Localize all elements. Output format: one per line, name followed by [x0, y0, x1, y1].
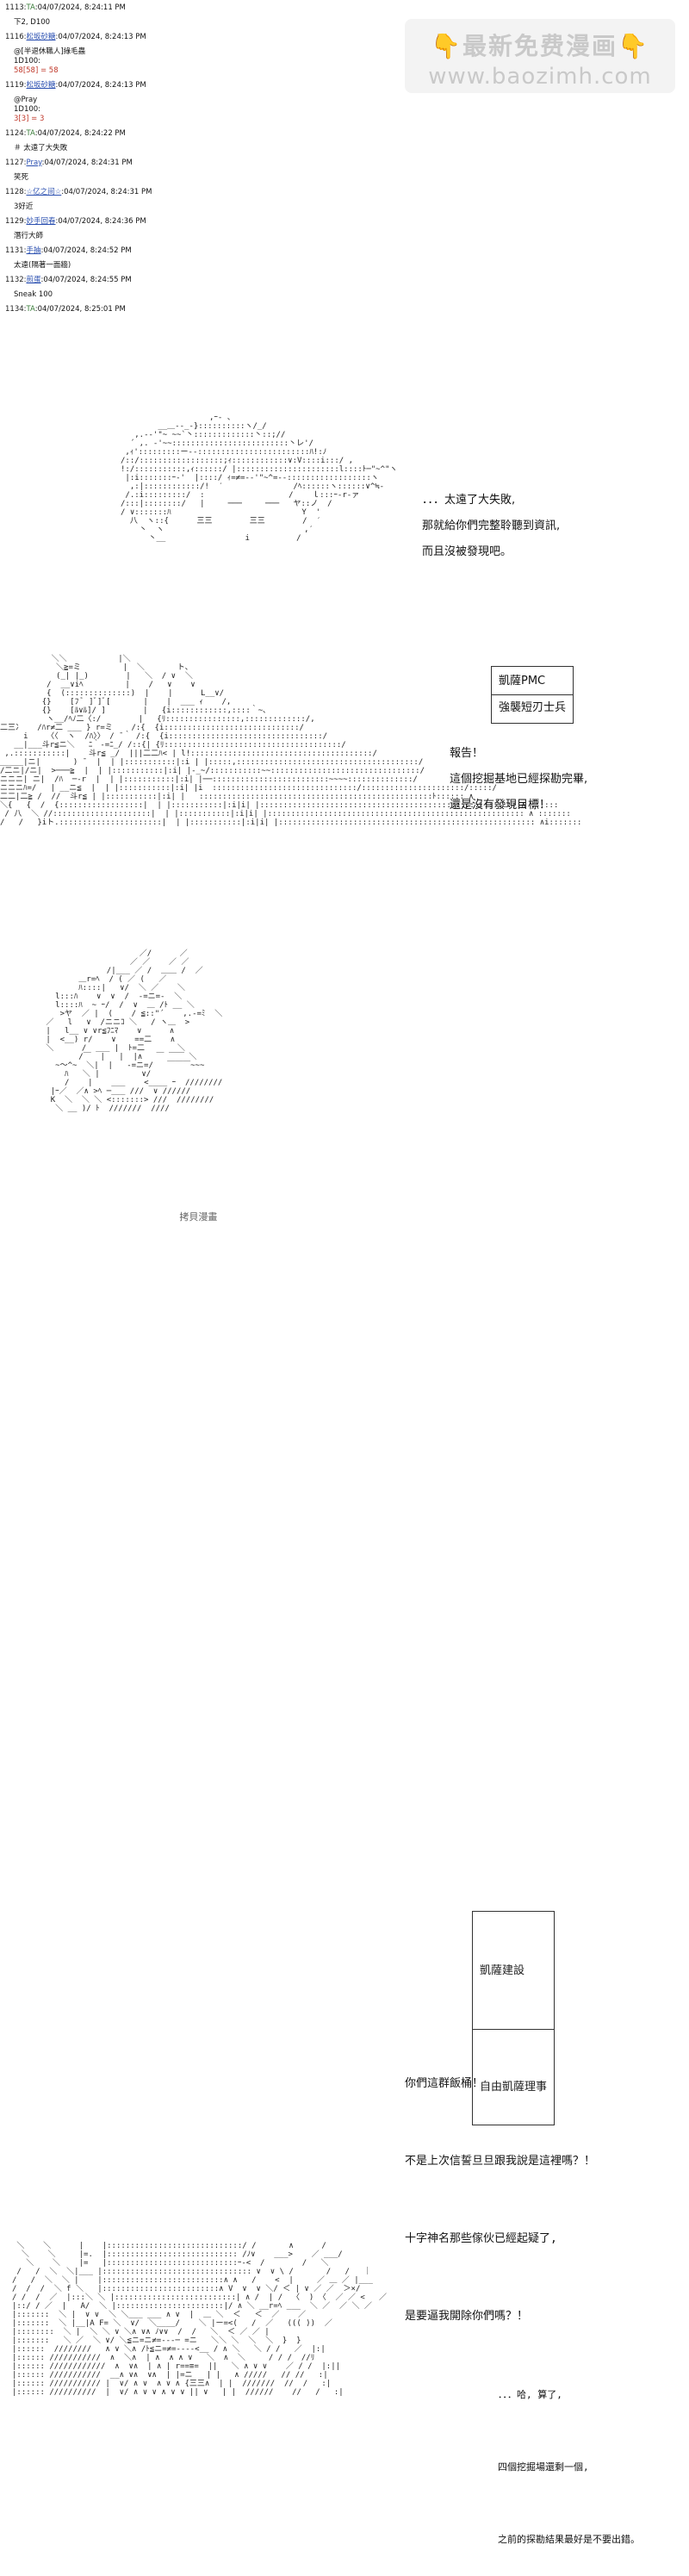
post-time: :04/07/2024, 8:24:13 PM — [55, 81, 146, 90]
post-time: :04/07/2024, 8:24:31 PM — [41, 159, 133, 167]
post-header: 1124:TA:04/07/2024, 8:24:22 PM — [5, 129, 384, 139]
post-text: 太遠(隔著一面牆) — [14, 261, 71, 270]
ascii-art-soldiers: ＼＼ |＼ ＼≧=ミ | ＼ ト、 (_| |_) | ＼ / ∨ ＼ / __… — [0, 655, 582, 827]
poster-name[interactable]: 松坂砂糖 — [26, 33, 56, 41]
poster-name: TA — [26, 305, 35, 314]
post-time: :04/07/2024, 8:24:36 PM — [55, 217, 146, 226]
poster-name[interactable]: 手抽 — [26, 246, 41, 255]
post-number: 1131: — [5, 246, 27, 255]
post-number: 1113: — [5, 3, 27, 12]
panel2-dialog: 報告！ 這個挖掘基地已經探勘完畢, 還是沒有發現目標！ — [450, 741, 587, 818]
source-mark: 拷貝漫畫 — [179, 1211, 218, 1223]
post-body: 3好近 — [5, 202, 384, 212]
post-time: :04/07/2024, 8:25:01 PM — [34, 305, 126, 314]
post-header: 1113:TA:04/07/2024, 8:24:11 PM — [5, 3, 384, 13]
post-time: :04/07/2024, 8:24:52 PM — [40, 246, 132, 255]
post-number: 1124: — [5, 129, 27, 138]
post-body: ＃ 太遠了大失敗 — [5, 144, 384, 153]
post-header: 1129:妙手回春:04/07/2024, 8:24:36 PM — [5, 217, 384, 227]
post-text: 潛行大師 — [14, 232, 44, 240]
panel3-dialog: 你們這群飯桶！ 不是上次信誓旦旦跟我說是這裡嗎？！ 十字神名那些傢伙已經起疑了,… — [405, 2019, 595, 2355]
dialog-line: 報告！ — [450, 747, 484, 760]
post-header: 1119:松坂砂糖:04/07/2024, 8:24:13 PM — [5, 81, 384, 90]
poster-name[interactable]: Pray — [26, 159, 42, 167]
post-header: 1128:☆亿之间☆:04/07/2024, 8:24:31 PM — [5, 188, 384, 197]
post-body: Sneak 100 — [5, 290, 384, 300]
post-body: 下2, D100 — [5, 18, 384, 28]
watermark-url: www.baozimh.com — [428, 64, 652, 90]
post-text: ＃ 太遠了大失敗 — [14, 144, 68, 152]
speaker-affiliation: 凱薩建設 — [480, 1964, 525, 1977]
dialog-line: ．．．哈, 算了, — [498, 2389, 562, 2400]
ascii-art-scene: ＼ ＼ | |:::::::::::::::::::::::::::::/ / … — [12, 2242, 388, 2397]
watermark-title: 最新免费漫画 — [462, 32, 618, 60]
dialog-line: 你們這群飯桶！ — [405, 2077, 484, 2090]
dialog-line: 還是沒有發現目標！ — [450, 799, 551, 812]
dice-result: 3[3] = 3 — [14, 115, 45, 123]
post-text: @[半退休職人]綠毛蟲 — [14, 47, 86, 56]
pointing-hand-icon: 👇 — [618, 32, 649, 60]
post-text: 1D100: — [14, 105, 41, 114]
post-time: :04/07/2024, 8:24:11 PM — [34, 3, 126, 12]
dialog-line: 那就給你們完整聆聽到資訊, — [422, 520, 561, 532]
post-number: 1116: — [5, 33, 27, 41]
post-text: 1D100: — [14, 57, 41, 65]
dialog-line: 是要逼我開除你們嗎？！ — [405, 2310, 529, 2323]
post-text: 3好近 — [14, 202, 34, 211]
ascii-art-face: ,ｰ- 、 __＿--_-}::::::::::ヽ/_/ ,.-‐'"~ ~~`… — [121, 414, 398, 543]
post-header: 1116:松坂砂糖:04/07/2024, 8:24:13 PM — [5, 33, 384, 42]
post-time: :04/07/2024, 8:24:22 PM — [34, 129, 126, 138]
post-text: 下2, D100 — [14, 18, 51, 27]
dialog-line: ．．．太遠了大失敗, — [422, 494, 516, 507]
post-number: 1132: — [5, 276, 27, 284]
post-time: :04/07/2024, 8:24:13 PM — [55, 33, 146, 41]
panel1-dialog: ．．．太遠了大失敗, 那就給你們完整聆聽到資訊, 而且沒被發現吧。 — [422, 488, 560, 565]
dialog-line: 四個挖掘場還剩一個, — [498, 2461, 589, 2473]
panel4-dialog: ．．．哈, 算了, 四個挖掘場還剩一個, 之前的探勘結果最好是不要出錯。 — [498, 2335, 640, 2576]
post-header: 1131:手抽:04/07/2024, 8:24:52 PM — [5, 246, 384, 256]
pointing-hand-icon: 👇 — [431, 32, 462, 60]
post-time: :04/07/2024, 8:24:31 PM — [61, 188, 152, 196]
post-body: 太遠(隔著一面牆) — [5, 261, 384, 271]
post-number: 1119: — [5, 81, 27, 90]
post-text: 笑死 — [14, 173, 29, 182]
dice-result: 58[58] = 58 — [14, 66, 59, 75]
dialog-line: 這個挖掘基地已經探勘完畢, — [450, 773, 588, 786]
dialog-line: 之前的探勘結果最好是不要出錯。 — [498, 2534, 640, 2545]
speaker-affiliation: 凱薩PMC — [499, 675, 546, 688]
post-number: 1127: — [5, 159, 27, 167]
poster-name[interactable]: 煎蛋 — [26, 276, 41, 284]
post-header: 1134:TA:04/07/2024, 8:25:01 PM — [5, 305, 384, 314]
speaker-role: 強襲短刃士兵 — [499, 701, 567, 714]
post-body: 笑死 — [5, 173, 384, 183]
poster-name[interactable]: 松坂砂糖 — [26, 81, 56, 90]
post-number: 1128: — [5, 188, 27, 196]
dialog-line: 十字神名那些傢伙已經起疑了, — [405, 2232, 557, 2245]
post-body: 潛行大師 — [5, 232, 384, 241]
ascii-art-manager: ／/ ／ ／ ／ ／ ／ /|___ ／ / ＿＿ / ／ ＿r=ﾍ / ( ／… — [9, 941, 640, 2545]
poster-name: TA — [26, 3, 35, 12]
poster-name[interactable]: 妙手回春 — [26, 217, 56, 226]
post-number: 1134: — [5, 305, 27, 314]
post-header: 1132:煎蛋:04/07/2024, 8:24:55 PM — [5, 276, 384, 285]
post-time: :04/07/2024, 8:24:55 PM — [40, 276, 132, 284]
post-number: 1129: — [5, 217, 27, 226]
dialog-line: 而且沒被發現吧。 — [422, 545, 512, 558]
post-header: 1127:Pray:04/07/2024, 8:24:31 PM — [5, 159, 384, 168]
post-text: @Pray — [14, 96, 38, 104]
poster-name[interactable]: ☆亿之间☆ — [26, 188, 62, 196]
dialog-line: 不是上次信誓旦旦跟我說是這裡嗎？！ — [405, 2155, 596, 2168]
speaker-namebox: 凱薩PMC 強襲短刃士兵 — [491, 666, 574, 724]
post-text: Sneak 100 — [14, 290, 53, 299]
poster-name: TA — [26, 129, 35, 138]
site-watermark: 👇最新免费漫画👇 www.baozimh.com — [405, 19, 675, 93]
